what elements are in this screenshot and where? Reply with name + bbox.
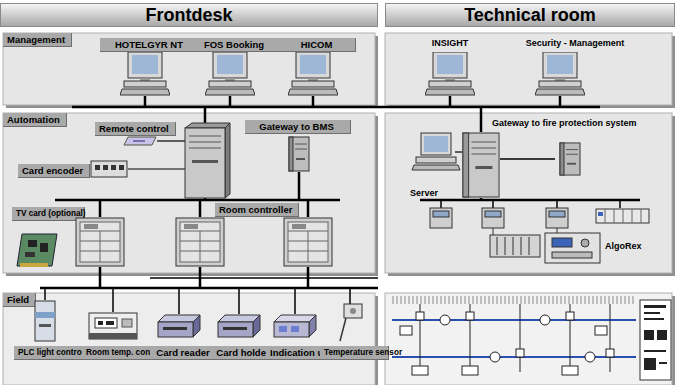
device-label: INSIGHT (420, 38, 480, 48)
pc-icon (205, 52, 255, 96)
strip-icon (595, 208, 650, 224)
workstation: HICOM (280, 38, 345, 98)
tower-icon (462, 132, 500, 198)
ctrl-icon (283, 217, 333, 267)
connector-line (500, 158, 555, 160)
field-schematic (392, 296, 671, 380)
device-label: TV card (optional) (12, 207, 85, 221)
fire-panel: AlgoRex (590, 205, 660, 255)
field-device: Indication unit (266, 300, 324, 382)
device-label: PLC light controller (14, 346, 87, 360)
section-panel: ManagementHOTELGYR NTFOS BookingHICOM (3, 33, 375, 105)
device-label: Remote control (95, 122, 176, 136)
workstation: FOS Booking (190, 38, 270, 98)
pc-icon (120, 52, 170, 96)
plc-icon (34, 300, 56, 342)
technical-pc (412, 133, 460, 170)
rtc-icon (88, 312, 138, 340)
gateway: Gateway to fire protection system (555, 142, 585, 176)
fire-protection-modules (430, 208, 600, 263)
bus-lines (40, 96, 640, 314)
field-device: Card reader (150, 300, 208, 382)
field-device: Temperature sensor (320, 300, 378, 382)
frontdesk-server (185, 123, 230, 198)
section-tab: Management (3, 33, 72, 47)
field-device: Card holder (210, 300, 268, 382)
device-label: Security - Management (505, 38, 645, 48)
ind-icon (273, 314, 317, 338)
device-label: Room controller (215, 203, 299, 217)
reader-icon (157, 314, 201, 338)
remote-icon (123, 136, 157, 146)
section-tab: Automation (3, 113, 67, 127)
enc-icon (90, 160, 128, 178)
pc-icon (288, 52, 338, 96)
card-encoder: Card encoder (18, 158, 133, 182)
room-controller: Room controller (70, 203, 345, 269)
workstation: INSIGHT (420, 38, 480, 98)
gw-icon (559, 142, 581, 176)
section-panel: FieldPLC light controllerRoom temp. cont… (3, 293, 375, 385)
header-band: Frontdesk (0, 3, 378, 27)
pc-icon (425, 52, 475, 96)
device-label: Server (410, 188, 438, 198)
field-device: Room temp. controller (82, 300, 144, 382)
field-device: PLC light controller (14, 300, 76, 382)
device-label: AlgoRex (605, 241, 642, 251)
workstation: HOTELGYR NT (100, 38, 190, 98)
remote-control: Remote control (95, 122, 175, 150)
tv-card: TV card (optional) (12, 205, 74, 271)
device-label: Gateway to fire protection system (492, 118, 637, 128)
device-label: Temperature sensor (320, 346, 389, 360)
header-band: Technical room (385, 3, 675, 27)
device-label: Gateway to BMS (245, 120, 351, 134)
pc-icon (535, 52, 585, 96)
device-label: HICOM (280, 38, 356, 52)
ctrl-icon (75, 217, 125, 267)
device-label: HOTELGYR NT (100, 38, 201, 52)
section-panel: AutomationRemote control Gateway to BMS Ca… (3, 113, 375, 273)
device-label: Card reader (150, 346, 219, 360)
card-icon (16, 233, 58, 269)
reader-icon (217, 314, 261, 338)
header-title: Technical room (386, 4, 674, 26)
device-label: Card encoder (18, 164, 90, 178)
device-label: FOS Booking (190, 38, 281, 52)
gw-icon (288, 136, 310, 172)
ctrl-icon (175, 217, 225, 267)
gateway: Gateway to BMS (245, 120, 340, 174)
device-label: Room temp. controller (82, 346, 155, 360)
section-tab: Field (3, 293, 36, 307)
header-title: Frontdesk (1, 4, 377, 26)
workstation: Security - Management (505, 38, 645, 98)
panels (3, 33, 672, 385)
server: Server (462, 132, 500, 198)
sensor-icon (336, 303, 364, 343)
